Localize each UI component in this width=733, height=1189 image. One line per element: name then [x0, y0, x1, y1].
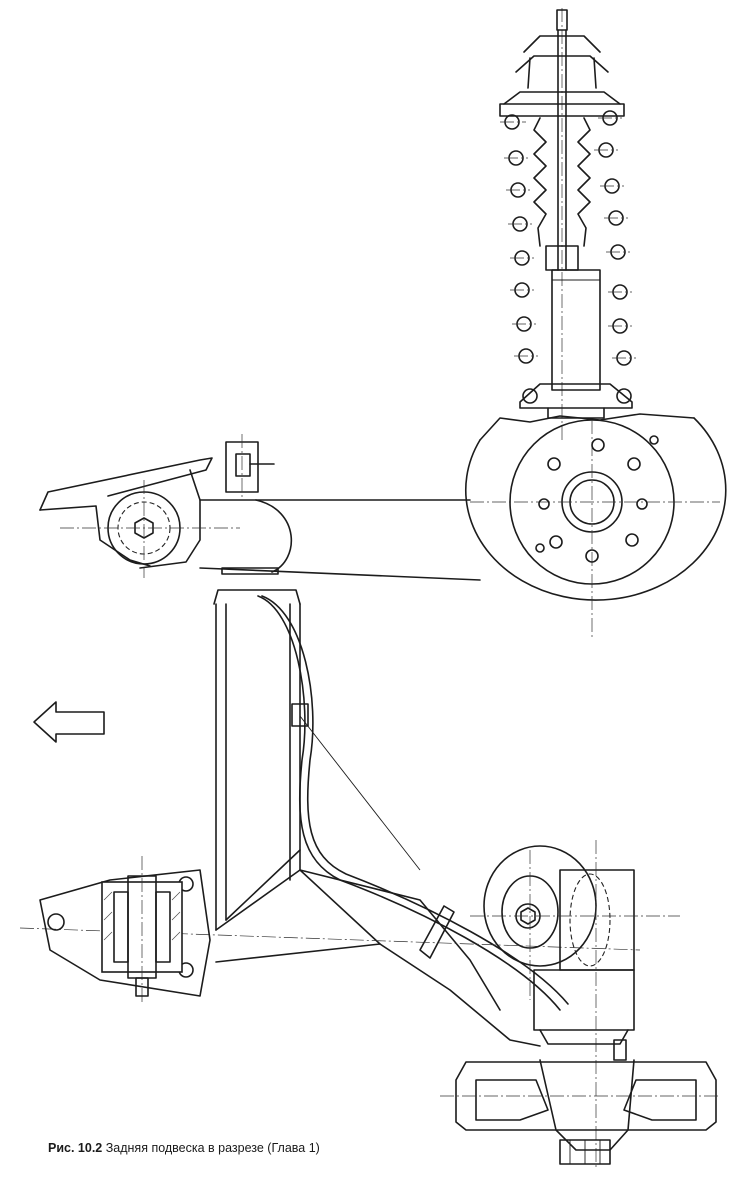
shock-absorber-strut — [499, 8, 633, 440]
figure-label: Рис. 10.2 — [48, 1141, 103, 1155]
direction-arrow-icon — [33, 701, 105, 743]
figure-caption-text: Задняя подвеска в разрезе (Глава 1) — [105, 1141, 320, 1155]
figure-caption: Рис. 10.2 Задняя подвеска в разрезе (Гла… — [48, 1141, 320, 1155]
trailing-arm-side-view — [39, 434, 481, 581]
trailing-arm-top-view — [19, 589, 641, 1047]
hub-assembly-top-view — [470, 840, 680, 1170]
lower-mount — [440, 1029, 720, 1165]
coil-spring — [500, 110, 636, 404]
brake-drum — [465, 413, 727, 640]
